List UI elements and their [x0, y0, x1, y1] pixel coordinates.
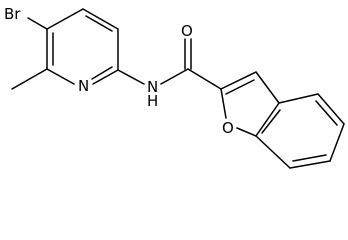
atom-label-pyridine-nitrogen: N	[78, 77, 89, 95]
atom-label-carbonyl-oxygen: O	[181, 22, 193, 40]
molecule-drawing: Br N N H O O	[4, 5, 345, 169]
bond-n1-c2	[46, 68, 75, 85]
benzene-ring	[255, 93, 345, 169]
bond-c7a-c3a-inner	[261, 109, 281, 134]
bond-o-c2f	[220, 88, 227, 119]
bond-c4-c5b-inner	[315, 100, 338, 126]
bond-c3a-c4	[278, 93, 319, 104]
furan-ring	[220, 71, 280, 137]
atom-label-amide-hydrogen: H	[147, 92, 158, 110]
bond-c6-n1	[92, 69, 119, 85]
bond-c3-c4	[46, 8, 84, 30]
pyridine-ring	[46, 8, 119, 85]
structure-canvas: Br N N H O O	[4, 5, 345, 169]
atom-label-furan-oxygen: O	[222, 119, 234, 137]
atom-label-bromine: Br	[4, 5, 21, 23]
bond-c3-br	[27, 17, 48, 30]
bond-c4-c5-inner	[85, 15, 113, 32]
bond-c4-c5b	[317, 93, 345, 125]
bond-c3f-c3a	[255, 71, 280, 104]
atom-label-amide-nitrogen: N	[147, 78, 158, 96]
bond-c2-methyl	[11, 68, 48, 90]
bond-c6b-c7-inner	[292, 154, 327, 162]
bond-c7a-c3a	[255, 102, 280, 137]
bond-c2f-c3f	[220, 71, 257, 90]
bond-carbonyl-c2f	[187, 68, 222, 90]
bond-c7a-o	[236, 127, 257, 137]
bond-c5b-c6b	[329, 123, 345, 162]
bond-c6-nh	[117, 69, 145, 85]
bond-c2f-c3f-inner	[225, 79, 255, 95]
bond-c6b-c7	[289, 160, 331, 169]
bond-c6-n1-inner	[91, 66, 113, 80]
bond-nh-carbonyl	[160, 68, 189, 85]
bond-c7-c7a	[255, 135, 291, 169]
bond-c4-c5	[82, 8, 119, 30]
